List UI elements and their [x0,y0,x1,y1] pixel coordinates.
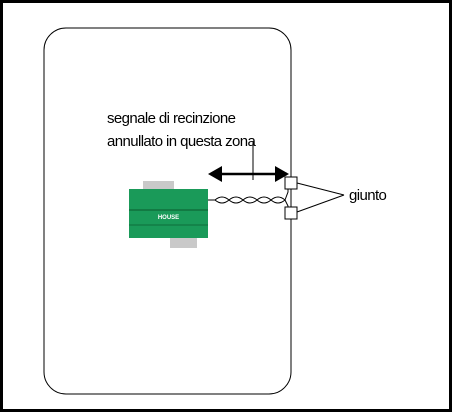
house-label: HOUSE [158,215,179,221]
house-body [129,189,208,238]
joint-box-bottom [284,206,298,220]
house-pad-bottom [170,235,197,248]
annotation-line-1: segnale di recinzione [107,110,236,127]
double-arrow [208,166,289,182]
annotation-line-2: annullato in questa zona [107,133,256,150]
joint-callout-lines [296,182,345,213]
twisted-wire [208,196,286,204]
joint-label: giunto [349,187,387,204]
joint-box-top [284,176,298,190]
house-pad-top [143,181,174,190]
house: HOUSE [129,181,208,248]
